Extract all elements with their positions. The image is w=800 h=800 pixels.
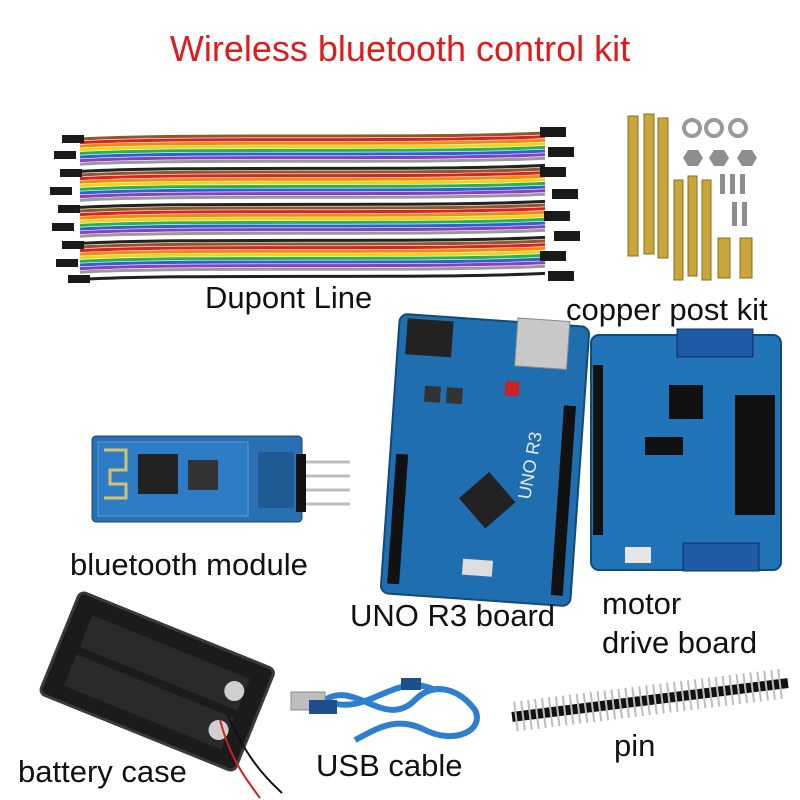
uno-r3-board-image: UNO R3 [380, 313, 590, 607]
motor-drive-board-image [590, 328, 782, 572]
page-title: Wireless bluetooth control kit [169, 28, 631, 69]
pin-header-image [511, 669, 789, 732]
motor-drive-board-label-line2: drive board [602, 625, 758, 660]
uno-r3-board-label: UNO R3 board [350, 598, 556, 633]
usb-cable-image [290, 678, 480, 743]
battery-case-label: battery case [18, 754, 187, 789]
copper-post-kit-label: copper post kit [566, 292, 768, 327]
copper-post-kit-image [627, 113, 757, 281]
bluetooth-module-label: bluetooth module [70, 547, 308, 582]
battery-case-image [39, 591, 283, 799]
dupont-line-image [50, 127, 580, 283]
dupont-line-label: Dupont Line [205, 280, 373, 315]
bluetooth-module-image [91, 435, 350, 523]
pin-label: pin [614, 728, 656, 763]
usb-cable-label: USB cable [316, 748, 463, 783]
motor-drive-board-label-line1: motor [602, 586, 682, 621]
